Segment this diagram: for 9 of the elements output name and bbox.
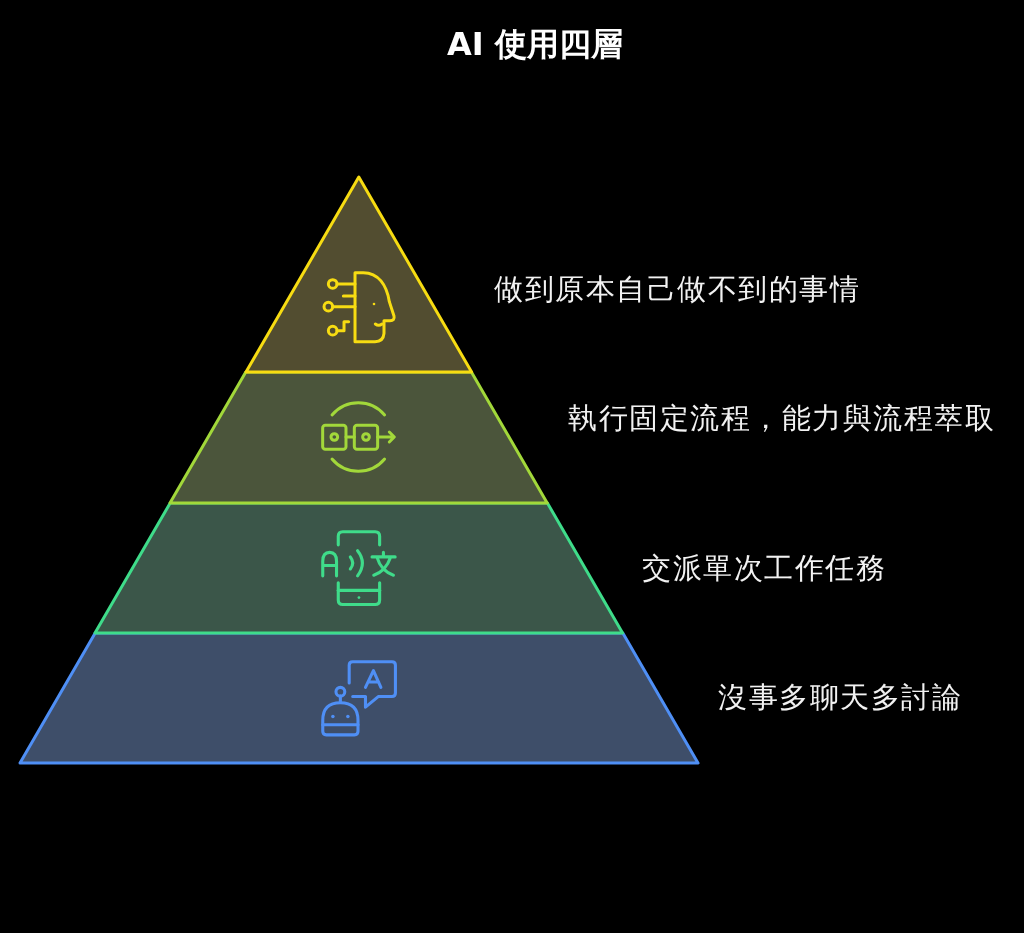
pyramid-top [244,175,474,374]
layer-caption: 交派單次工作任務 [642,550,886,586]
pyramid-layer [18,631,700,765]
layer-caption: 做到原本自己做不到的事情 [494,271,860,307]
title: AI 使用四層 [447,25,623,63]
pyramid-layer [168,370,550,505]
layer-caption: 沒事多聊天多討論 [718,679,962,715]
layer-caption: 執行固定流程，能力與流程萃取 [568,400,995,436]
pyramid-layer [93,501,625,635]
